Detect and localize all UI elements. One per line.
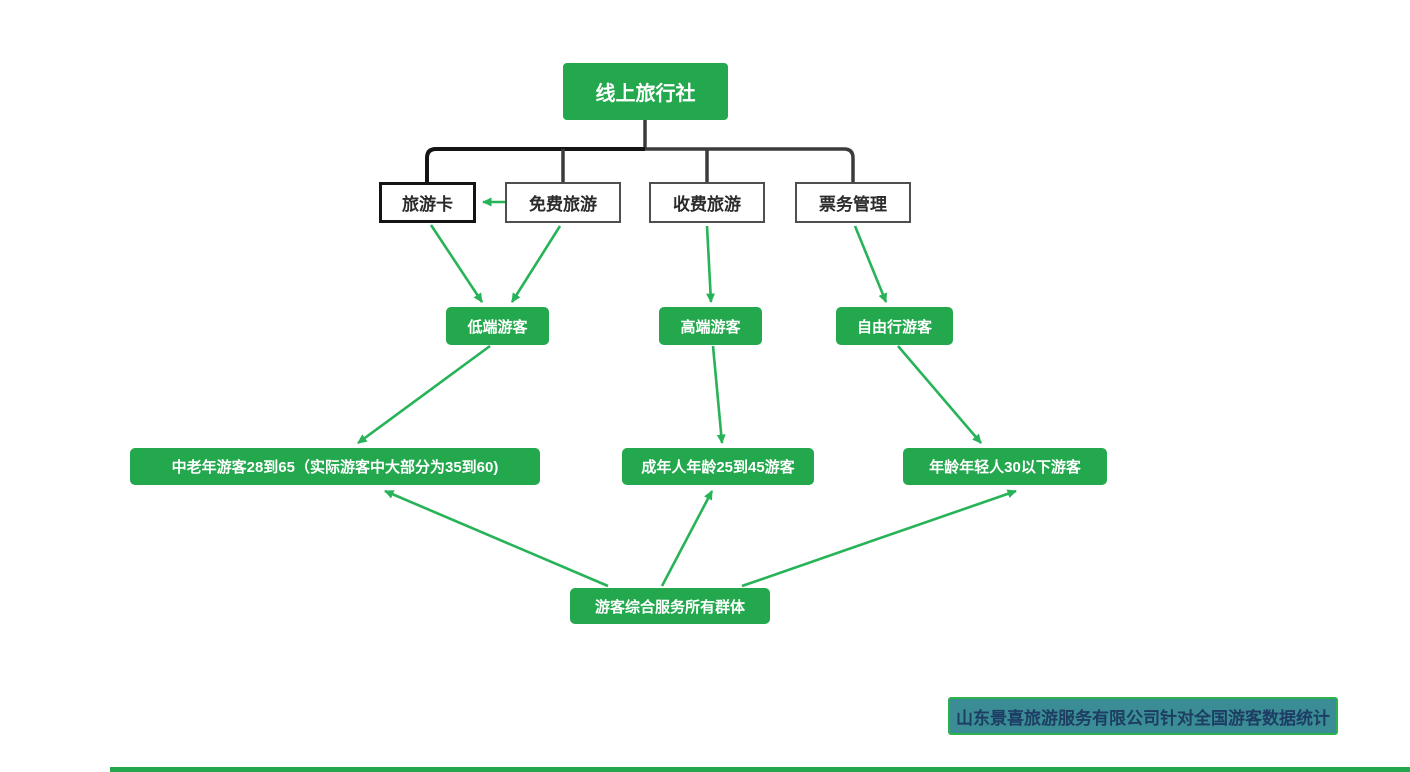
arrow-ticketing-to-independent [853,225,888,303]
horizontal-scrollbar[interactable] [110,767,1410,772]
arrow-hub-to-adult [660,490,714,587]
node-travel-card[interactable]: 旅游卡 [379,182,476,223]
arrow-hub-to-young [741,489,1017,588]
node-ticketing[interactable]: 票务管理 [795,182,911,223]
arrow-paid-travel-to-high-end [705,225,716,303]
arrow-independent-to-young [897,345,982,444]
node-middle-aged-tourists[interactable]: 中老年游客28到65（实际游客中大部分为35到60) [130,448,540,485]
node-paid-travel[interactable]: 收费旅游 [649,182,765,223]
caption-company-statistics[interactable]: 山东景喜旅游服务有限公司针对全国游客数据统计 [948,697,1338,735]
node-young-tourists[interactable]: 年龄年轻人30以下游客 [903,448,1107,485]
node-adult-tourists[interactable]: 成年人年龄25到45游客 [622,448,814,485]
node-all-tourist-groups-hub[interactable]: 游客综合服务所有群体 [570,588,770,624]
tree-rail-right [645,147,855,182]
node-free-travel[interactable]: 免费旅游 [505,182,621,223]
tree-rail-left [425,147,645,182]
arrow-hub-to-middle-aged [384,489,609,588]
node-independent-tourists[interactable]: 自由行游客 [836,307,953,345]
arrow-free-travel-to-low-end [510,225,562,303]
node-low-end-tourists[interactable]: 低端游客 [446,307,549,345]
arrow-travel-card-to-low-end [429,224,484,303]
node-online-travel-agency[interactable]: 线上旅行社 [563,63,728,120]
arrow-high-end-to-adult [711,345,726,444]
arrow-low-end-to-middle-aged [357,344,491,445]
node-high-end-tourists[interactable]: 高端游客 [659,307,762,345]
